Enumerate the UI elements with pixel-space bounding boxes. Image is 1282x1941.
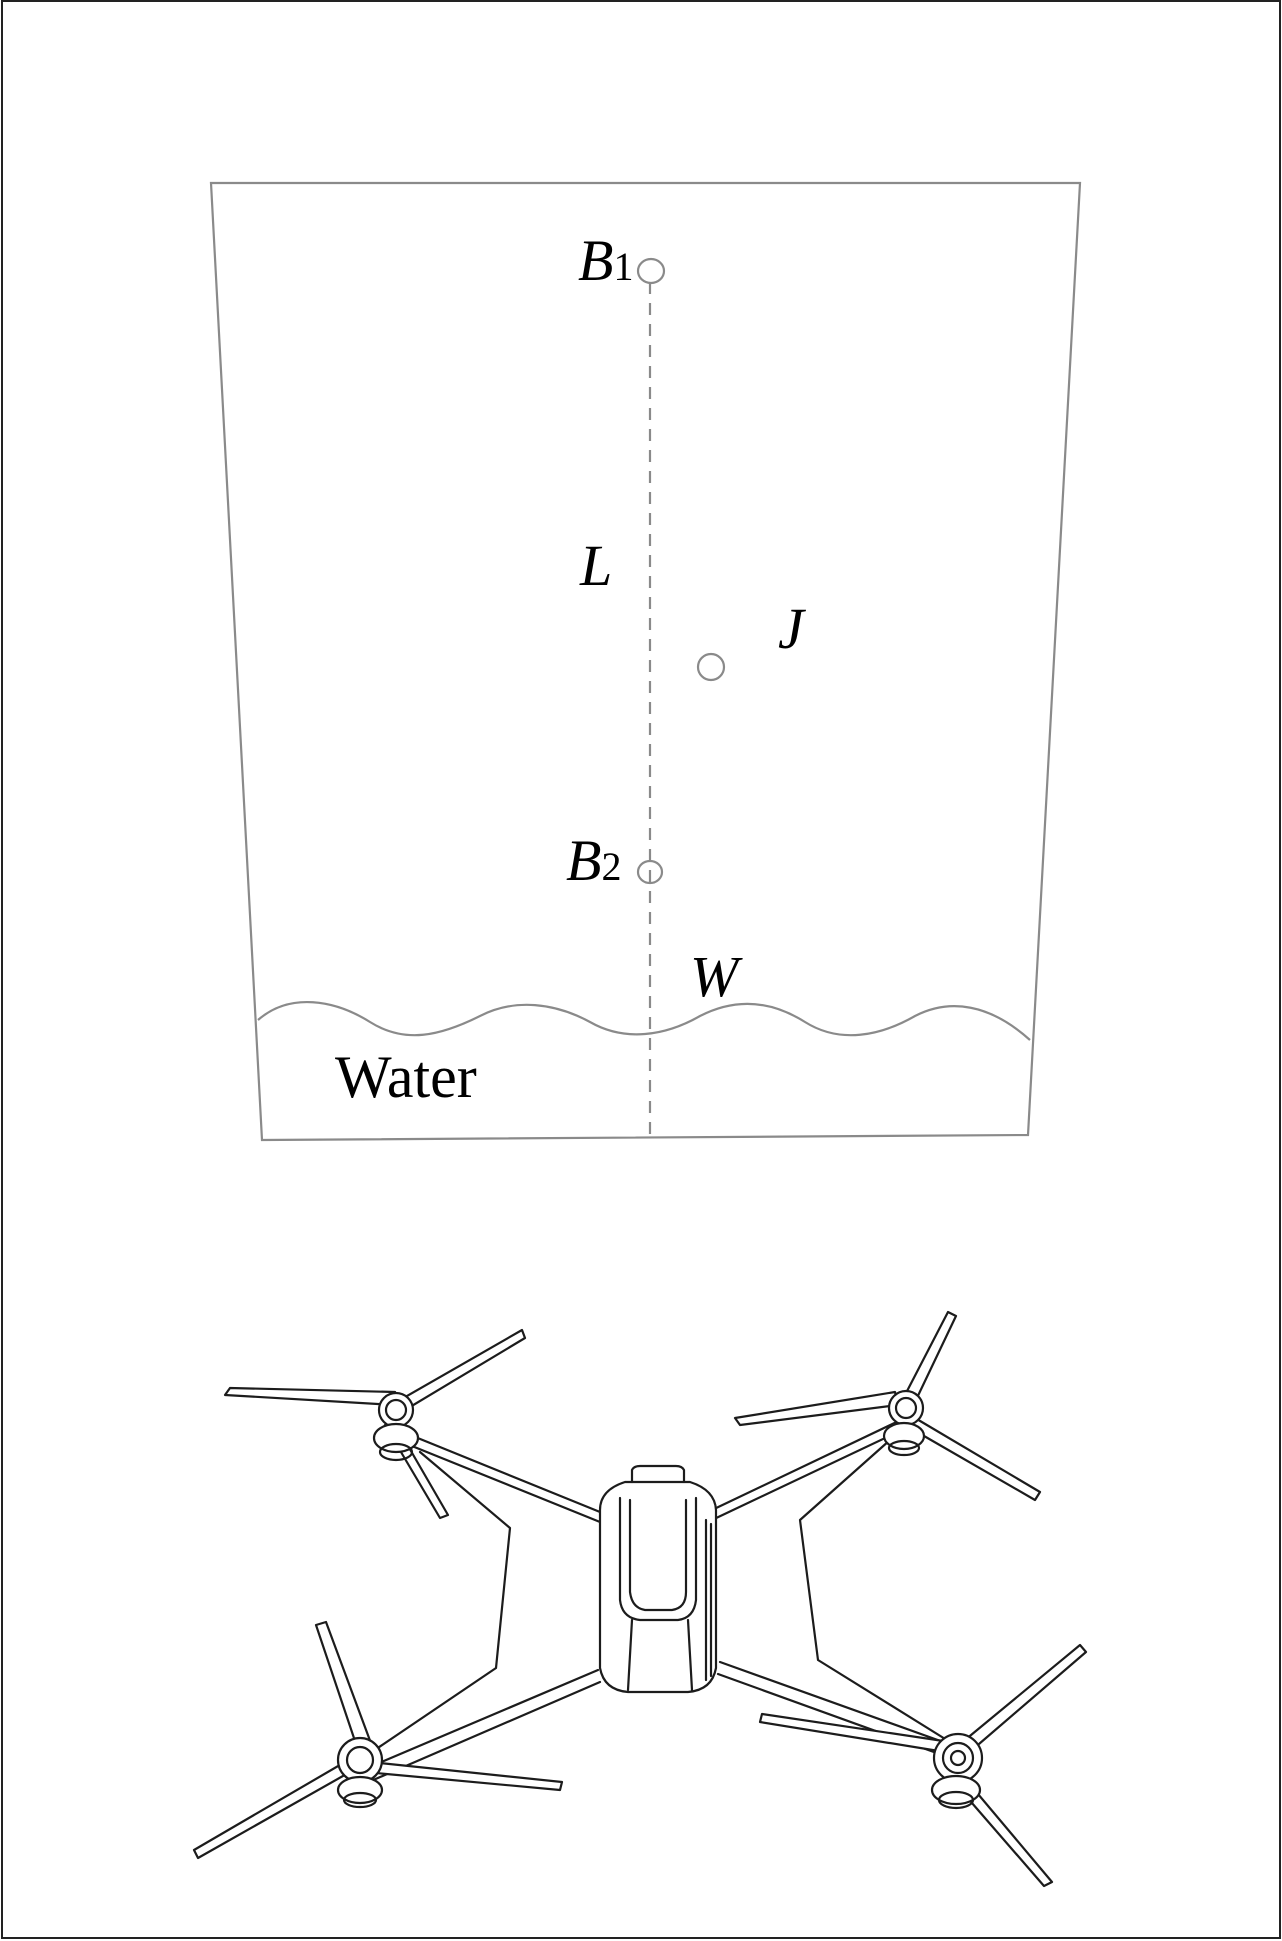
drone-body xyxy=(598,1464,718,1694)
rotor-bottom-right xyxy=(758,1643,1088,1888)
quadcopter-drone-icon xyxy=(192,1310,1088,1888)
label-water: Water xyxy=(335,1044,477,1110)
region-outline xyxy=(209,181,1082,1142)
label-b2: B2 xyxy=(566,828,621,893)
label-b1: B1 xyxy=(578,228,633,293)
rotor-top-right xyxy=(733,1310,1042,1502)
water-surface-wave xyxy=(257,1001,1031,1041)
rotor-top-left xyxy=(223,1328,527,1520)
point-b1 xyxy=(636,257,666,285)
label-l: L xyxy=(579,533,612,598)
label-w: W xyxy=(690,944,743,1009)
point-b2 xyxy=(636,859,664,885)
point-j xyxy=(696,652,726,682)
label-j: J xyxy=(778,596,807,661)
rotor-bottom-left xyxy=(192,1620,564,1860)
